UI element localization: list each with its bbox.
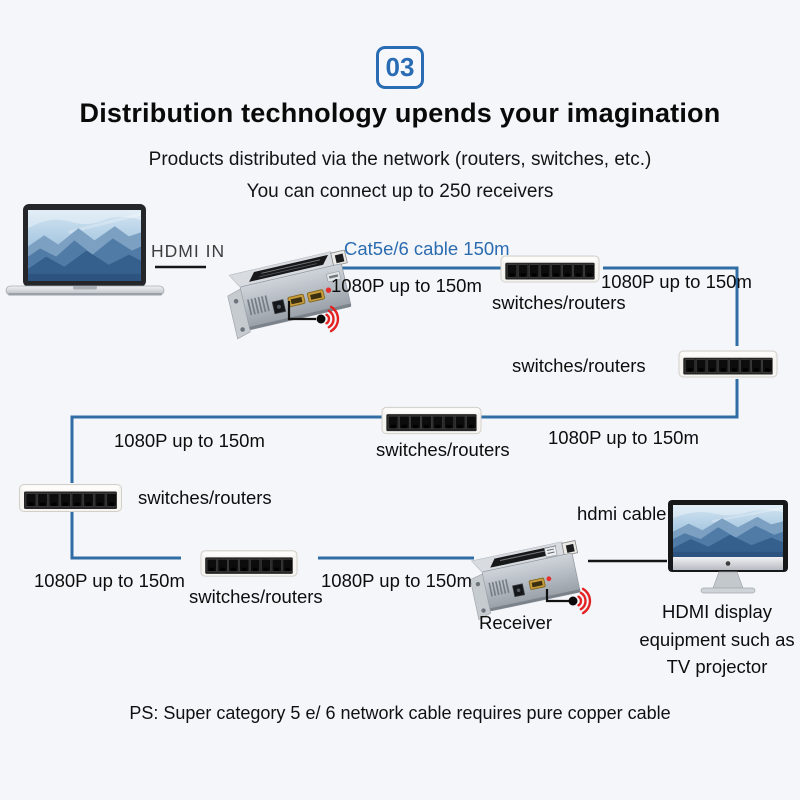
network-switch-3 <box>381 406 482 435</box>
hdmi-in-label: HDMI IN <box>151 241 226 261</box>
hdmi-cable-lines <box>155 265 667 563</box>
switch-label-4: switches/routers <box>138 487 272 508</box>
display-caption-line1: HDMI display <box>662 601 772 622</box>
network-switch-4 <box>18 483 123 513</box>
bandwidth-label-1: 1080P up to 150m <box>331 275 482 296</box>
switch-label-1: switches/routers <box>492 292 626 313</box>
bandwidth-label-6: 1080P up to 150m <box>321 570 472 591</box>
page-title: Distribution technology upends your imag… <box>79 98 721 128</box>
section-number-badge: 03 <box>376 46 424 89</box>
display-caption-line3: TV projector <box>666 656 768 677</box>
ir-led <box>546 576 552 582</box>
cat5e-cable-label: Cat5e/6 cable 150m <box>344 238 510 259</box>
bandwidth-label-4: 1080P up to 150m <box>114 430 265 451</box>
usb-port <box>544 545 558 558</box>
receiver-device <box>469 540 581 621</box>
mounting-flange <box>469 573 492 621</box>
display-caption-line2: equipment such as <box>639 629 795 650</box>
switch-label-2: switches/routers <box>512 355 646 376</box>
footnote: PS: Super category 5 e/ 6 network cable … <box>129 703 671 723</box>
subtitle-network: Products distributed via the network (ro… <box>148 149 652 170</box>
ir-led <box>325 287 332 293</box>
receiver-label: Receiver <box>479 612 552 633</box>
bandwidth-label-5: 1080P up to 150m <box>34 570 185 591</box>
hdmi-cable-label: hdmi cable <box>577 503 667 524</box>
ir-emitter-icon <box>287 301 340 333</box>
vent-slots <box>488 579 510 597</box>
apple-logo-icon <box>725 561 731 566</box>
subtitle-receivers: You can connect up to 250 receivers <box>246 181 554 202</box>
laptop <box>5 204 165 296</box>
network-switch-1 <box>500 255 600 283</box>
mounting-flange <box>227 288 251 340</box>
network-switch-5 <box>200 550 298 577</box>
vent-slots <box>247 295 270 316</box>
switch-label-3: switches/routers <box>376 439 510 460</box>
ir-receiver-icon <box>545 587 592 615</box>
cable-switch4-to-switch5 <box>70 512 181 560</box>
bandwidth-label-2: 1080P up to 150m <box>601 271 752 292</box>
cable-switch1-to-switch2 <box>603 266 739 346</box>
network-switch-2 <box>678 350 778 378</box>
monitor <box>668 500 788 594</box>
monitor-stand <box>712 571 744 589</box>
transmitter-device <box>227 249 352 340</box>
bandwidth-label-3: 1080P up to 150m <box>548 427 699 448</box>
switch-label-5: switches/routers <box>189 586 323 607</box>
